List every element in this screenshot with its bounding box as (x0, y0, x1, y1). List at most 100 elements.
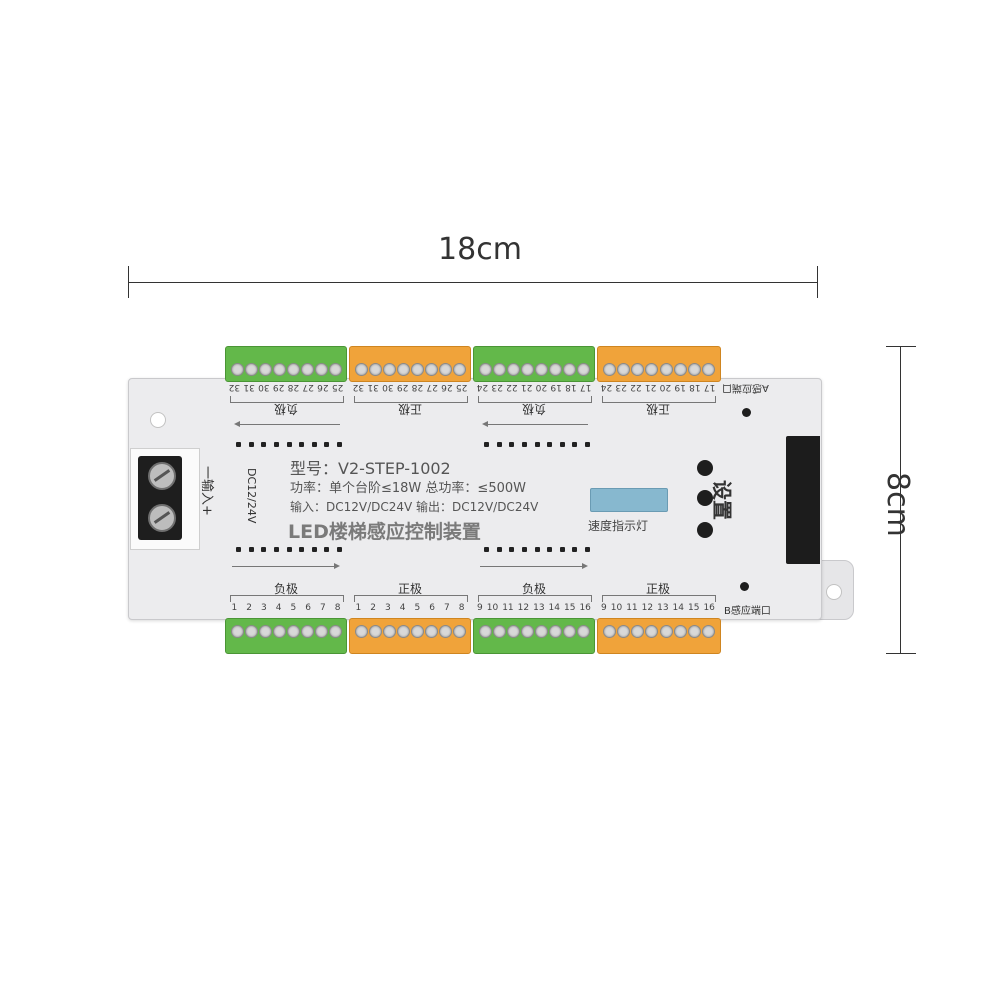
terminal-screw-icon[interactable] (258, 362, 272, 376)
label-bottom-positive-1: 正极 (397, 582, 422, 596)
terminal-screw-icon[interactable] (258, 624, 272, 638)
speed-indicator-label: 速度指示灯 (588, 519, 649, 533)
terminal-screw-icon[interactable] (286, 624, 300, 638)
terminal-bottom-positive-2[interactable] (597, 618, 721, 654)
terminal-screw-icon[interactable] (478, 362, 492, 376)
terminal-screw-icon[interactable] (645, 362, 659, 376)
terminal-screw-icon[interactable] (382, 624, 396, 638)
terminal-screw-icon[interactable] (602, 624, 616, 638)
terminal-screw-icon[interactable] (244, 624, 258, 638)
terminal-bottom-negative-2[interactable] (473, 618, 595, 654)
terminal-screw-icon[interactable] (300, 624, 314, 638)
power-input-voltage: DC12/24V (245, 468, 258, 524)
terminal-screw-icon[interactable] (328, 624, 342, 638)
arrow-top-left (234, 421, 340, 427)
terminal-screw-icon[interactable] (438, 362, 452, 376)
label-bottom-positive-2: 正极 (645, 582, 670, 596)
terminal-screw-icon[interactable] (438, 624, 452, 638)
spec-name: LED楼梯感应控制装置 (288, 521, 481, 543)
terminal-screw-icon[interactable] (396, 624, 410, 638)
bracket-top-1 (230, 396, 344, 403)
terminal-top-positive-1[interactable] (349, 346, 471, 382)
terminal-bottom-negative-1[interactable] (225, 618, 347, 654)
button-down[interactable] (697, 522, 713, 538)
arrow-top-right (482, 421, 588, 427)
terminal-screw-icon[interactable] (230, 362, 244, 376)
label-top-negative-1: 负极 (274, 402, 299, 416)
power-screw-bottom[interactable] (148, 504, 176, 532)
terminal-screw-icon[interactable] (424, 624, 438, 638)
terminal-screw-icon[interactable] (272, 362, 286, 376)
terminal-screw-icon[interactable] (478, 624, 492, 638)
terminal-screw-icon[interactable] (548, 362, 562, 376)
terminal-screw-icon[interactable] (562, 362, 576, 376)
terminal-screw-icon[interactable] (673, 362, 687, 376)
terminal-screw-icon[interactable] (328, 362, 342, 376)
terminal-screw-icon[interactable] (230, 624, 244, 638)
bracket-top-3 (478, 396, 592, 403)
button-set[interactable] (697, 490, 713, 506)
terminal-screw-icon[interactable] (673, 624, 687, 638)
terminal-screw-icon[interactable] (688, 362, 702, 376)
terminal-screw-icon[interactable] (354, 362, 368, 376)
terminal-screw-icon[interactable] (576, 624, 590, 638)
terminal-screw-icon[interactable] (410, 362, 424, 376)
terminal-screw-icon[interactable] (616, 362, 630, 376)
terminal-bottom-positive-1[interactable] (349, 618, 471, 654)
label-top-positive-1: 正极 (398, 402, 423, 416)
terminal-screw-icon[interactable] (534, 624, 548, 638)
terminal-screw-icon[interactable] (616, 624, 630, 638)
terminal-screw-icon[interactable] (452, 624, 466, 638)
terminal-screw-icon[interactable] (492, 624, 506, 638)
terminal-screw-icon[interactable] (548, 624, 562, 638)
terminal-screw-icon[interactable] (534, 362, 548, 376)
height-dimension-label: 8cm (880, 472, 915, 537)
terminal-screw-icon[interactable] (452, 362, 466, 376)
terminal-screw-icon[interactable] (506, 624, 520, 638)
terminal-screw-icon[interactable] (368, 624, 382, 638)
terminal-screw-icon[interactable] (602, 362, 616, 376)
terminal-screw-icon[interactable] (562, 624, 576, 638)
terminal-top-positive-2[interactable] (597, 346, 721, 382)
terminal-screw-icon[interactable] (396, 362, 410, 376)
terminal-screw-icon[interactable] (702, 362, 716, 376)
sensor-port-connector[interactable] (786, 436, 820, 564)
terminal-screw-icon[interactable] (645, 624, 659, 638)
vents-row-1-right (484, 442, 590, 447)
width-dimension-tick-right (817, 266, 818, 298)
power-screw-top[interactable] (148, 462, 176, 490)
terminal-screw-icon[interactable] (382, 362, 396, 376)
terminal-screw-icon[interactable] (314, 624, 328, 638)
terminal-screw-icon[interactable] (659, 362, 673, 376)
terminal-screw-icon[interactable] (492, 362, 506, 376)
terminal-screw-icon[interactable] (424, 362, 438, 376)
terminal-screw-icon[interactable] (659, 624, 673, 638)
bracket-bottom-3 (478, 595, 592, 602)
terminal-screw-icon[interactable] (520, 624, 534, 638)
terminal-screw-icon[interactable] (314, 362, 328, 376)
terminal-screw-icon[interactable] (368, 362, 382, 376)
button-up[interactable] (697, 460, 713, 476)
terminal-screw-icon[interactable] (520, 362, 534, 376)
terminal-screw-icon[interactable] (286, 362, 300, 376)
terminal-screw-icon[interactable] (702, 624, 716, 638)
terminal-top-negative-2[interactable] (473, 346, 595, 382)
terminal-screw-icon[interactable] (576, 362, 590, 376)
terminal-screw-icon[interactable] (244, 362, 258, 376)
terminal-screw-icon[interactable] (410, 624, 424, 638)
vents-row-2-right (484, 547, 590, 552)
settings-label: 设置 (710, 480, 734, 520)
terminal-screw-icon[interactable] (631, 624, 645, 638)
terminal-screw-icon[interactable] (506, 362, 520, 376)
terminal-screw-icon[interactable] (688, 624, 702, 638)
terminal-screw-icon[interactable] (631, 362, 645, 376)
terminal-screw-icon[interactable] (300, 362, 314, 376)
bracket-top-2 (354, 396, 468, 403)
terminal-screw-icon[interactable] (272, 624, 286, 638)
terminal-top-negative-1[interactable] (225, 346, 347, 382)
terminal-screw-icon[interactable] (354, 624, 368, 638)
